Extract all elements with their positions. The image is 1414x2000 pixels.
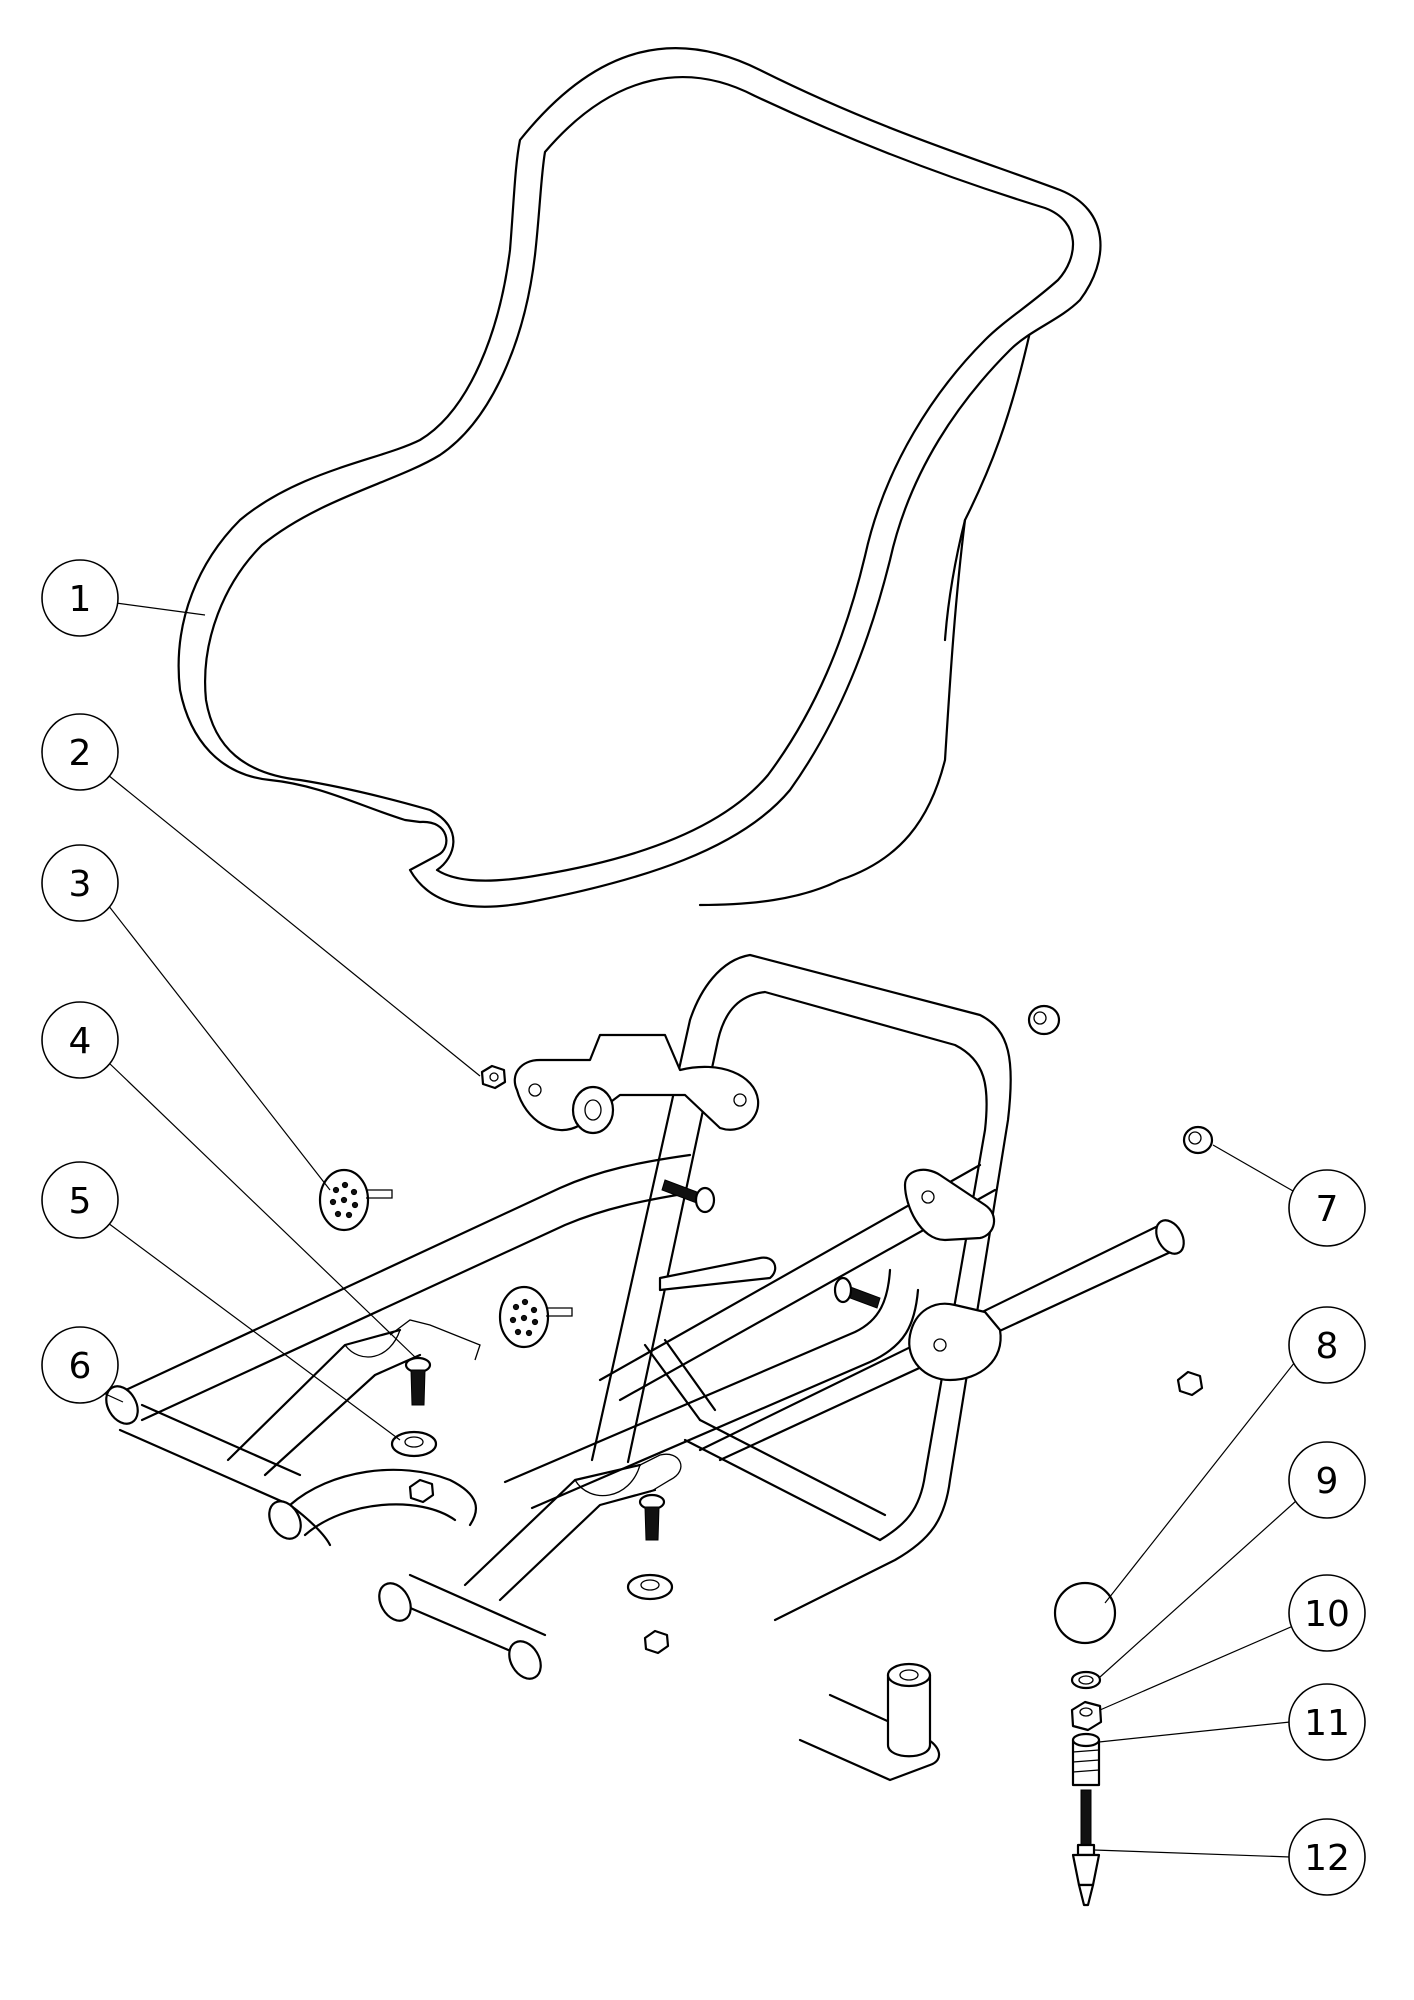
bolt-upper [661, 1179, 716, 1214]
callout-1: 1 [41, 559, 119, 637]
frame-nut-2 [643, 1629, 670, 1655]
callout-10: 10 [1288, 1574, 1366, 1652]
callout-label: 4 [69, 1021, 92, 1062]
callout-label: 8 [1316, 1326, 1339, 1367]
callout-label: 10 [1304, 1594, 1350, 1635]
cup-washer-2 [626, 1573, 674, 1601]
callout-12: 12 [1288, 1818, 1366, 1896]
countersunk-screw [404, 1356, 432, 1406]
callout-11: 11 [1288, 1683, 1366, 1761]
callout-label: 2 [69, 733, 92, 774]
tip-spindle [1071, 1789, 1101, 1907]
callout-label: 5 [69, 1181, 92, 1222]
callout-9: 9 [1288, 1441, 1366, 1519]
callout-label: 9 [1316, 1461, 1339, 1502]
tube-frame [105, 953, 1185, 1782]
callout-3: 3 [41, 844, 119, 922]
ball [1053, 1581, 1117, 1645]
callout-8: 8 [1288, 1306, 1366, 1384]
callout-7: 7 [1288, 1169, 1366, 1247]
callout-label: 6 [69, 1346, 92, 1387]
callout-2: 2 [41, 713, 119, 791]
callout-label: 3 [69, 864, 92, 905]
perforated-disc-2 [498, 1285, 573, 1349]
seat-shell [177, 47, 1102, 908]
callout-label: 7 [1316, 1189, 1339, 1230]
cup-washer [390, 1430, 438, 1458]
callout-5: 5 [41, 1161, 119, 1239]
washer [1070, 1670, 1102, 1690]
leader-lines [89, 602, 1307, 1858]
hex-nut [1070, 1700, 1103, 1732]
small-nut [480, 1064, 507, 1090]
callout-label: 11 [1304, 1703, 1350, 1744]
bolt-mid [833, 1276, 881, 1309]
flange-bushing [1182, 1125, 1214, 1155]
free-nut [1176, 1370, 1204, 1397]
perforated-disc [318, 1168, 393, 1232]
countersunk-screw-2 [638, 1493, 666, 1541]
frame-nut-1 [408, 1478, 435, 1504]
callout-label: 1 [69, 579, 92, 620]
callout-4: 4 [41, 1001, 119, 1079]
callout-6: 6 [41, 1326, 119, 1404]
washer-ring [571, 1085, 615, 1135]
callout-label: 12 [1304, 1838, 1350, 1879]
flange-bushing-top [1027, 1004, 1061, 1036]
threaded-insert [1071, 1732, 1101, 1787]
